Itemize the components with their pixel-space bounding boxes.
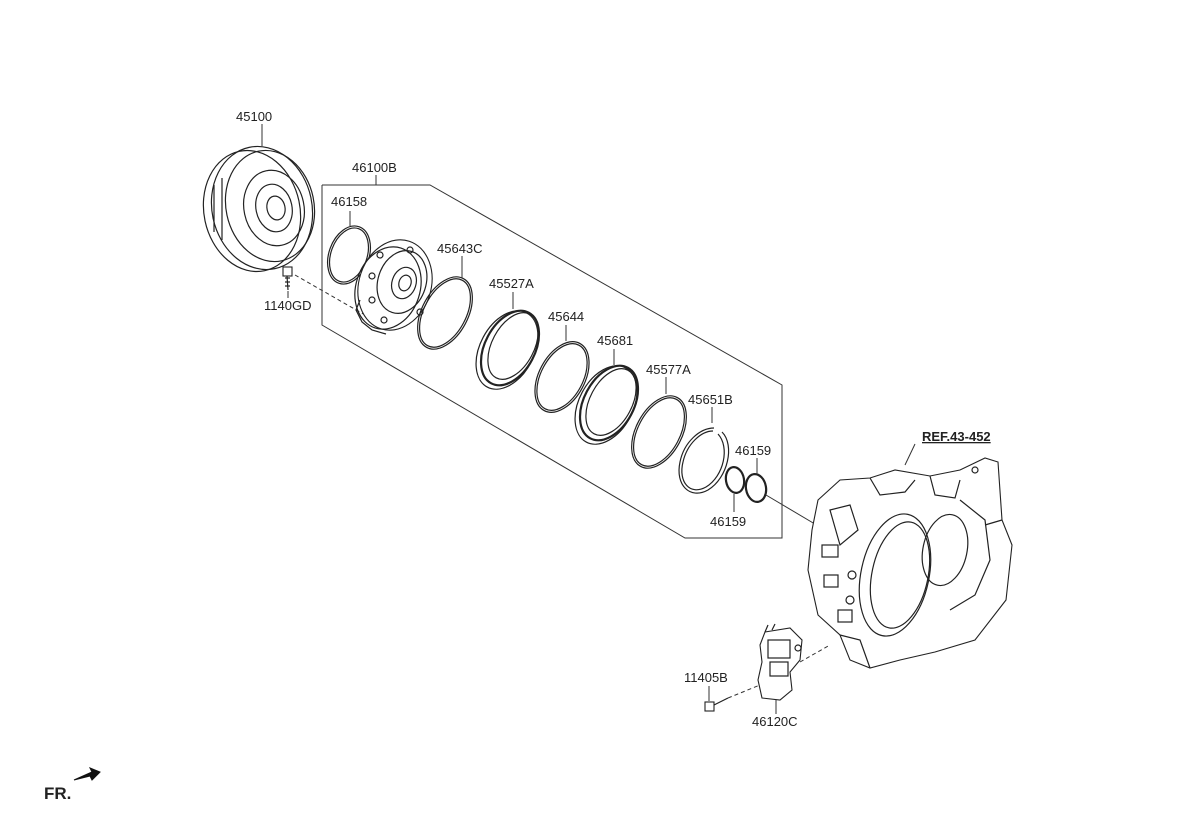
label-46159-bottom: 46159 [710, 514, 746, 529]
ref-label: REF.43-452 [922, 429, 991, 444]
label-1140gd: 1140GD [264, 298, 311, 313]
torque-converter [202, 145, 316, 273]
piston-45527a [475, 309, 541, 390]
label-45577a: 45577A [646, 362, 691, 377]
solenoid-46120c [757, 623, 803, 701]
label-45644: 45644 [548, 309, 584, 324]
label-11405b: 11405B [684, 670, 728, 685]
bolt-11405b [704, 697, 729, 712]
oil-pump [354, 239, 433, 335]
retainer-45681 [574, 364, 640, 445]
label-46100b: 46100B [352, 160, 397, 175]
seal-46159-b [724, 466, 746, 494]
snap-ring-45651b [678, 427, 730, 494]
front-arrow-icon [73, 767, 101, 781]
label-46158: 46158 [331, 194, 367, 209]
label-46159-top: 46159 [735, 443, 771, 458]
seal-ring-45643c [417, 276, 473, 350]
label-45527a: 45527A [489, 276, 534, 291]
seal-ring-45644 [534, 341, 590, 413]
label-45100: 45100 [236, 109, 272, 124]
label-45681: 45681 [597, 333, 633, 348]
transmission-case [807, 457, 1013, 669]
seal-ring-45577a [631, 395, 687, 469]
seal-46159-a [744, 473, 768, 503]
label-45651b: 45651B [688, 392, 733, 407]
label-46120c: 46120C [752, 714, 798, 729]
front-label: FR. [44, 784, 71, 803]
bolt-1140gd [282, 266, 293, 291]
label-45643c: 45643C [437, 241, 483, 256]
assembly-frame [321, 184, 783, 539]
